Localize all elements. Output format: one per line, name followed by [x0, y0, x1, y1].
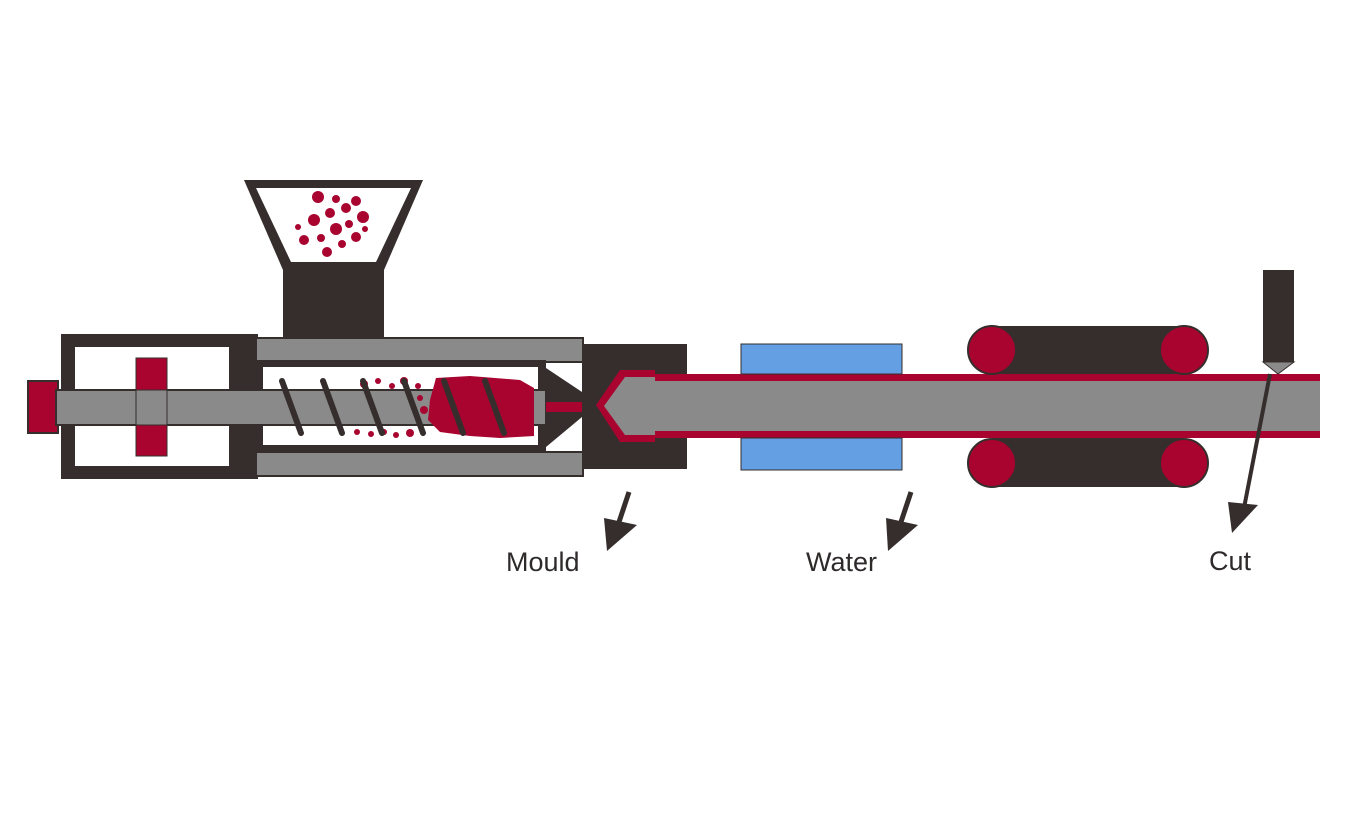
molten-plastic: [354, 376, 582, 438]
mould-label: Mould: [506, 547, 580, 577]
cutter-blade: [1261, 270, 1296, 375]
hopper: [244, 180, 423, 340]
mould-arrow: [604, 491, 637, 551]
plastic-pellets: [295, 191, 369, 257]
water-arrow: [886, 491, 918, 551]
water-cooling-tank: [740, 343, 903, 471]
screw-flights: [279, 378, 507, 436]
extruded-pipe: [596, 370, 1320, 442]
water-label: Water: [806, 547, 877, 577]
haul-off-puller: [967, 325, 1209, 488]
cut-arrow: [1228, 373, 1272, 533]
cut-label: Cut: [1209, 546, 1252, 576]
